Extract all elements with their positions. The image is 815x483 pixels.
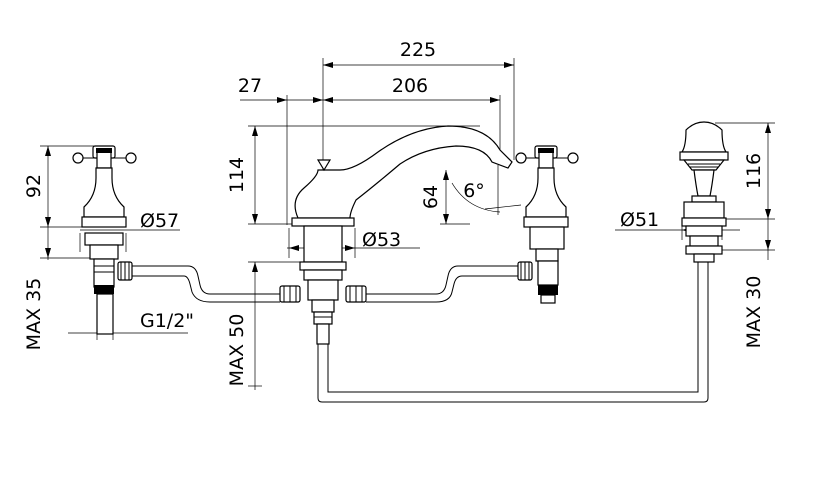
left-cross-handle-valve xyxy=(72,145,137,335)
label-max-30: MAX 30 xyxy=(743,276,765,349)
label-92: 92 xyxy=(23,174,45,198)
dimension-labels: 225 27 206 114 92 64 116 Ø57 Ø53 Ø51 6° … xyxy=(23,39,765,386)
label-max-35: MAX 35 xyxy=(23,278,45,351)
label-max-50: MAX 50 xyxy=(226,314,248,387)
right-cross-handle-valve xyxy=(515,145,579,304)
label-225: 225 xyxy=(400,39,436,61)
hand-shower xyxy=(679,121,729,263)
label-diameter-53: Ø53 xyxy=(362,229,401,251)
label-diameter-57: Ø57 xyxy=(140,210,179,232)
label-116: 116 xyxy=(743,153,765,189)
label-angle-6: 6° xyxy=(463,180,485,202)
center-spout xyxy=(291,125,513,345)
label-diameter-51: Ø51 xyxy=(620,209,659,231)
label-114: 114 xyxy=(226,157,248,193)
label-64: 64 xyxy=(420,185,442,209)
label-thread-g1-2: G1/2" xyxy=(140,310,194,332)
label-206: 206 xyxy=(392,75,428,97)
label-27: 27 xyxy=(238,75,262,97)
connector-hoses xyxy=(117,261,709,403)
